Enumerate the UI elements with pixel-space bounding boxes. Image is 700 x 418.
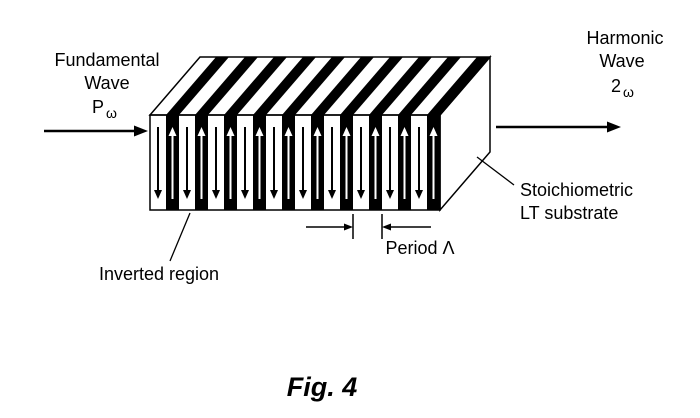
domain-up-arrow-icon <box>168 127 177 199</box>
fundamental-wave-symbol: P <box>92 97 104 117</box>
domain-down-arrow-icon <box>386 127 394 199</box>
inverted-region-top-stripe <box>369 57 432 115</box>
harmonic-wave-symbol-subscript: ω <box>623 84 634 100</box>
inverted-region-top-stripe <box>224 57 287 115</box>
crystal-outline <box>148 54 492 213</box>
domain-up-arrow-icon <box>400 127 409 199</box>
period-arrow-left-icon <box>306 223 353 231</box>
harmonic-wave-symbol: 2 <box>611 76 621 96</box>
substrate-pointer-line <box>476 156 515 186</box>
domain-up-arrow-icon <box>255 127 264 199</box>
domain-up-arrow-icon <box>226 127 235 199</box>
harmonic-wave-label-line2: Wave <box>599 51 644 71</box>
inverted-region-label: Inverted region <box>99 264 219 284</box>
inverted-region-pointer-line <box>169 212 191 262</box>
harmonic-wave-label-line1: Harmonic <box>586 28 663 48</box>
figure-caption: Fig. 4 <box>287 372 358 402</box>
crystal-right-face <box>440 57 490 210</box>
fundamental-wave-arrow-icon <box>44 125 148 137</box>
inverted-region-top-stripe <box>195 57 258 115</box>
inverted-region-top-stripe <box>282 57 345 115</box>
domain-up-arrow-icon <box>371 127 380 199</box>
fundamental-wave-label-line1: Fundamental <box>54 50 159 70</box>
period-measurement: Period Λ <box>306 214 455 258</box>
inverted-region-top-stripe <box>427 57 490 115</box>
substrate-label-line1: Stoichiometric <box>520 180 633 200</box>
period-arrow-right-icon <box>382 223 431 231</box>
domain-up-arrow-icon <box>197 127 206 199</box>
domain-up-arrow-icon <box>313 127 322 199</box>
period-label: Period Λ <box>385 238 454 258</box>
domain-down-arrow-icon <box>154 127 162 199</box>
inverted-region-top-stripe <box>166 57 229 115</box>
domain-down-arrow-icon <box>328 127 336 199</box>
domain-down-arrow-icon <box>299 127 307 199</box>
domain-up-arrow-icon <box>284 127 293 199</box>
domain-down-arrow-icon <box>270 127 278 199</box>
domain-up-arrow-icon <box>342 127 351 199</box>
harmonic-wave-arrow-icon <box>496 121 621 133</box>
inverted-region-top-stripe <box>253 57 316 115</box>
domain-down-arrow-icon <box>183 127 191 199</box>
fundamental-wave-label-line2: Wave <box>84 73 129 93</box>
domain-down-arrow-icon <box>241 127 249 199</box>
domain-down-arrow-icon <box>415 127 423 199</box>
fundamental-wave-symbol-subscript: ω <box>106 105 117 121</box>
substrate-label-line2: LT substrate <box>520 203 618 223</box>
inverted-region-top-stripe <box>311 57 374 115</box>
domain-down-arrow-icon <box>357 127 365 199</box>
domain-down-arrow-icon <box>212 127 220 199</box>
inverted-region-top-stripe <box>398 57 461 115</box>
inverted-region-top-stripe <box>340 57 403 115</box>
poled-stripes <box>154 57 490 210</box>
domain-up-arrow-icon <box>429 127 438 199</box>
